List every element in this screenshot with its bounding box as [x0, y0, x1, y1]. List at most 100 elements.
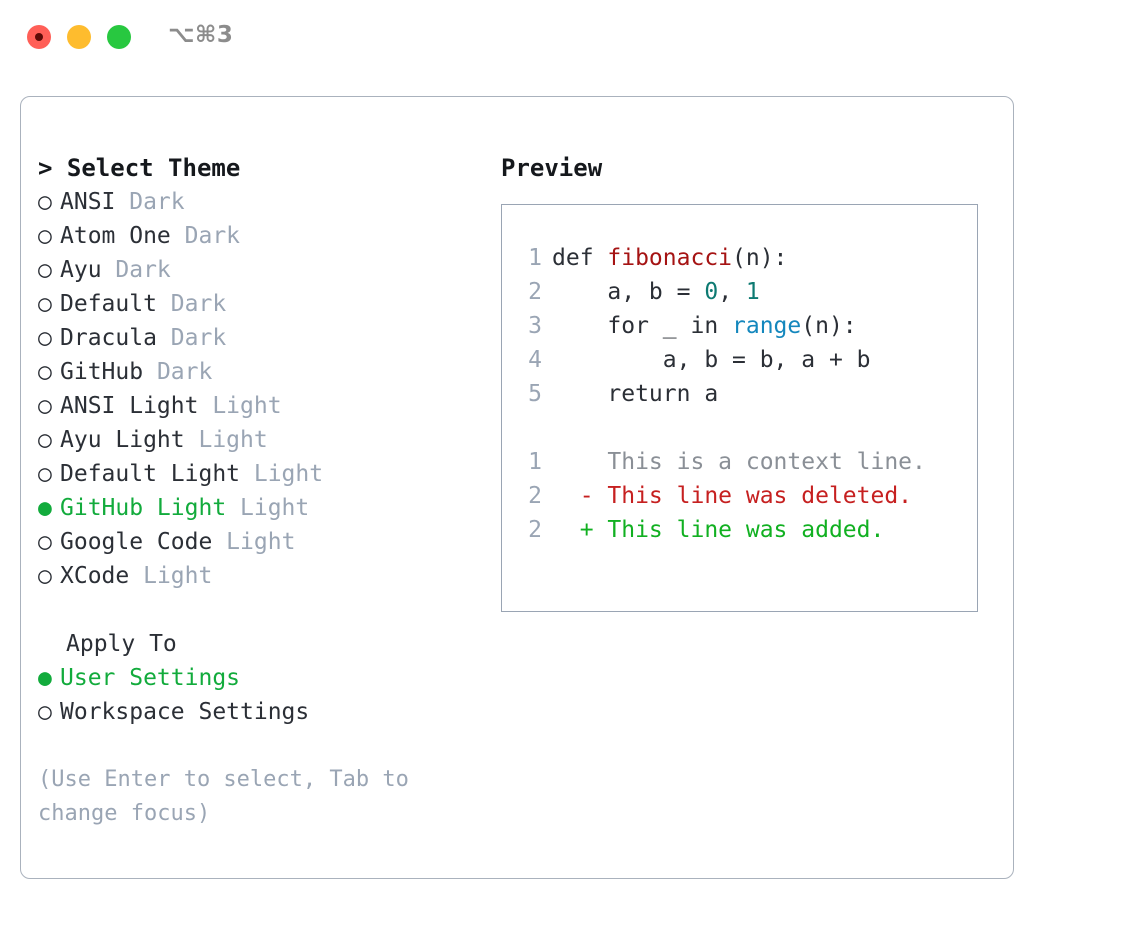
theme-name-label: Google Code	[60, 529, 213, 555]
traffic-light-group	[27, 25, 131, 49]
code-token-plain: (n):	[732, 245, 788, 271]
close-button[interactable]	[27, 25, 51, 49]
line-number: 5	[528, 381, 542, 407]
apply-to-list: ● User Settings ○ Workspace Settings	[38, 661, 488, 729]
theme-variant-tag: Dark	[101, 257, 171, 283]
theme-list-item[interactable]: ○ Ayu Light Light	[38, 423, 488, 457]
code-line: 2 a, b = 0, 1	[502, 275, 977, 309]
theme-list-item[interactable]: ● GitHub Light Light	[38, 491, 488, 525]
radio-unselected-icon[interactable]: ○	[38, 223, 52, 249]
theme-name-label: GitHub	[60, 359, 144, 385]
theme-variant-tag: Light	[226, 495, 310, 521]
diff-line: 1 This is a context line.	[502, 445, 977, 479]
theme-selector-column: > Select Theme ○ANSI Dark○Atom One Dark○…	[38, 151, 488, 831]
radio-unselected-icon[interactable]: ○	[38, 699, 52, 725]
apply-to-item[interactable]: ● User Settings	[38, 661, 488, 695]
code-token-plain: ,	[718, 279, 746, 305]
code-line: 4 a, b = b, a + b	[502, 343, 977, 377]
apply-to-label: User Settings	[60, 665, 241, 691]
code-token-plain: def	[552, 245, 608, 271]
maximize-button[interactable]	[107, 25, 131, 49]
theme-list-item[interactable]: ○ Ayu Dark	[38, 253, 488, 287]
theme-variant-tag: Light	[212, 529, 296, 555]
preview-header: Preview	[501, 154, 603, 182]
code-line: 3 for _ in range(n):	[502, 309, 977, 343]
theme-list-item[interactable]: ○ ANSI Light Light	[38, 389, 488, 423]
theme-variant-tag: Light	[184, 427, 268, 453]
section-spacer	[38, 593, 488, 627]
theme-variant-tag: Light	[240, 461, 324, 487]
code-diff-gap	[502, 411, 977, 445]
theme-variant-tag: Dark	[143, 359, 213, 385]
radio-unselected-icon[interactable]: ○	[38, 393, 52, 419]
code-token-num: 0	[704, 279, 719, 305]
apply-to-label: Workspace Settings	[60, 699, 310, 725]
code-token-plain: return a	[552, 381, 719, 407]
radio-unselected-icon[interactable]: ○	[38, 291, 52, 317]
theme-list-item[interactable]: ○Default Dark	[38, 287, 488, 321]
radio-selected-icon[interactable]: ●	[38, 495, 52, 521]
line-number: 2	[528, 483, 542, 509]
radio-unselected-icon[interactable]: ○	[38, 427, 52, 453]
line-number: 3	[528, 313, 542, 339]
radio-unselected-icon[interactable]: ○	[38, 359, 52, 385]
radio-unselected-icon[interactable]: ○	[38, 257, 52, 283]
keyboard-hint: (Use Enter to select, Tab to change focu…	[38, 767, 423, 826]
radio-unselected-icon[interactable]: ○	[38, 563, 52, 589]
theme-name-label: ANSI	[60, 189, 116, 215]
diff-marker: +	[552, 517, 594, 543]
theme-name-label: GitHub Light	[60, 495, 227, 521]
theme-list-item[interactable]: ○ Default Light Light	[38, 457, 488, 491]
radio-unselected-icon[interactable]: ○	[38, 325, 52, 351]
theme-list-item[interactable]: ○ Atom One Dark	[38, 219, 488, 253]
diff-marker	[552, 449, 594, 475]
apply-to-item[interactable]: ○ Workspace Settings	[38, 695, 488, 729]
theme-name-label: XCode	[60, 563, 130, 589]
select-theme-header: > Select Theme	[38, 154, 241, 182]
line-number: 1	[528, 449, 542, 475]
radio-unselected-icon[interactable]: ○	[38, 189, 52, 215]
theme-list-item[interactable]: ○ ANSI Dark	[38, 185, 488, 219]
code-token-plain: a, b = b, a + b	[552, 347, 871, 373]
main-panel: > Select Theme ○ANSI Dark○Atom One Dark○…	[20, 96, 1014, 879]
line-number: 2	[528, 517, 542, 543]
theme-variant-tag: Dark	[170, 223, 241, 249]
diff-line: 2 - This line was deleted.	[502, 479, 977, 513]
theme-list-item[interactable]: ○ GitHub Dark	[38, 355, 488, 389]
theme-list-item[interactable]: ○XCode Light	[38, 559, 488, 593]
theme-name-label: ANSI Light	[60, 393, 199, 419]
code-line: 1 def fibonacci(n):	[502, 241, 977, 275]
code-token-call: range	[732, 313, 802, 339]
radio-selected-icon[interactable]: ●	[38, 665, 52, 691]
apply-to-header: Apply To	[66, 631, 177, 657]
theme-variant-tag: Dark	[156, 291, 227, 317]
code-token-plain: a, b =	[552, 279, 705, 305]
theme-variant-tag: Dark	[115, 189, 185, 215]
theme-name-label: Ayu Light	[60, 427, 185, 453]
theme-name-label: Atom One	[60, 223, 171, 249]
theme-variant-tag: Dark	[156, 325, 227, 351]
theme-variant-tag: Light	[198, 393, 282, 419]
theme-name-label: Default Light	[60, 461, 241, 487]
theme-list-item[interactable]: ○ Dracula Dark	[38, 321, 488, 355]
code-token-num: 1	[745, 279, 760, 305]
theme-list-item[interactable]: ○ Google Code Light	[38, 525, 488, 559]
line-number: 2	[528, 279, 542, 305]
radio-unselected-icon[interactable]: ○	[38, 461, 52, 487]
code-token-plain: for _ in	[552, 313, 733, 339]
code-token-fn: fibonacci	[607, 245, 733, 271]
radio-unselected-icon[interactable]: ○	[38, 529, 52, 555]
line-number: 1	[528, 245, 542, 271]
minimize-button[interactable]	[67, 25, 91, 49]
diff-line: 2 + This line was added.	[502, 513, 977, 547]
theme-name-label: Ayu	[60, 257, 102, 283]
code-token-plain: (n):	[801, 313, 857, 339]
diff-text: This line was added.	[593, 517, 885, 543]
diff-sample: 1 This is a context line.2 - This line w…	[502, 445, 977, 547]
theme-name-label: Dracula	[60, 325, 157, 351]
diff-text: This line was deleted.	[593, 483, 913, 509]
